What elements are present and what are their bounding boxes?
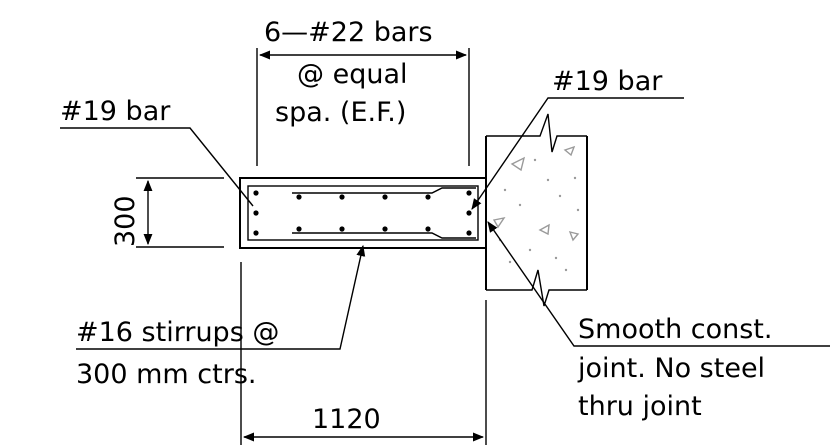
rebar-dot bbox=[425, 226, 431, 232]
rebar-dot bbox=[339, 226, 345, 232]
rebar-dot bbox=[466, 230, 472, 236]
stirrup-hook-bottom bbox=[292, 232, 476, 239]
leader-joint bbox=[487, 221, 830, 347]
rebar-dot bbox=[382, 194, 388, 200]
top-bars-line1: 6—#22 bars bbox=[264, 17, 433, 48]
wall-break-top bbox=[486, 113, 587, 153]
labels: 6—#22 bars @ equal spa. (E.F.) #19 bar #… bbox=[60, 17, 772, 435]
stirrups-line1: #16 stirrups @ bbox=[76, 317, 279, 348]
stirrups-line2: 300 mm ctrs. bbox=[76, 359, 256, 390]
joint-line2: joint. No steel bbox=[577, 353, 765, 384]
beam-section bbox=[239, 177, 487, 249]
top-bar-spacing-dimension bbox=[256, 48, 470, 166]
left-bar-label: #19 bar bbox=[60, 96, 171, 127]
rebar-dot bbox=[296, 194, 302, 200]
rebar-dot bbox=[253, 210, 259, 216]
leader-stirrups bbox=[76, 244, 366, 350]
width-dim-label: 1120 bbox=[312, 404, 381, 435]
wall-break-bottom bbox=[486, 269, 587, 307]
right-bar-label: #19 bar bbox=[552, 66, 663, 97]
rebar-dot bbox=[339, 194, 345, 200]
beam-inner-outline bbox=[247, 185, 479, 241]
rebar-dot bbox=[382, 226, 388, 232]
stirrup-hook-top bbox=[292, 187, 476, 194]
rebar-dot bbox=[296, 226, 302, 232]
rebar-dots bbox=[253, 190, 472, 236]
rebar-dot bbox=[466, 190, 472, 196]
concrete-hatch bbox=[492, 145, 580, 272]
rebar-dot bbox=[253, 230, 259, 236]
joint-line1: Smooth const. bbox=[578, 314, 772, 345]
rebar-dot bbox=[466, 210, 472, 216]
leader-lines bbox=[60, 97, 830, 350]
rebar-dot bbox=[425, 194, 431, 200]
leader-left-bar bbox=[60, 127, 254, 207]
concrete-wall bbox=[485, 113, 588, 307]
leader-right-bar bbox=[471, 97, 684, 210]
width-dimension bbox=[240, 262, 487, 445]
top-bars-line2: @ equal bbox=[297, 59, 408, 90]
height-dim-label: 300 bbox=[110, 195, 141, 247]
height-dimension bbox=[136, 177, 224, 248]
rebar-dot bbox=[253, 190, 259, 196]
top-bars-line3: spa. (E.F.) bbox=[275, 97, 406, 128]
joint-line3: thru joint bbox=[578, 391, 702, 422]
